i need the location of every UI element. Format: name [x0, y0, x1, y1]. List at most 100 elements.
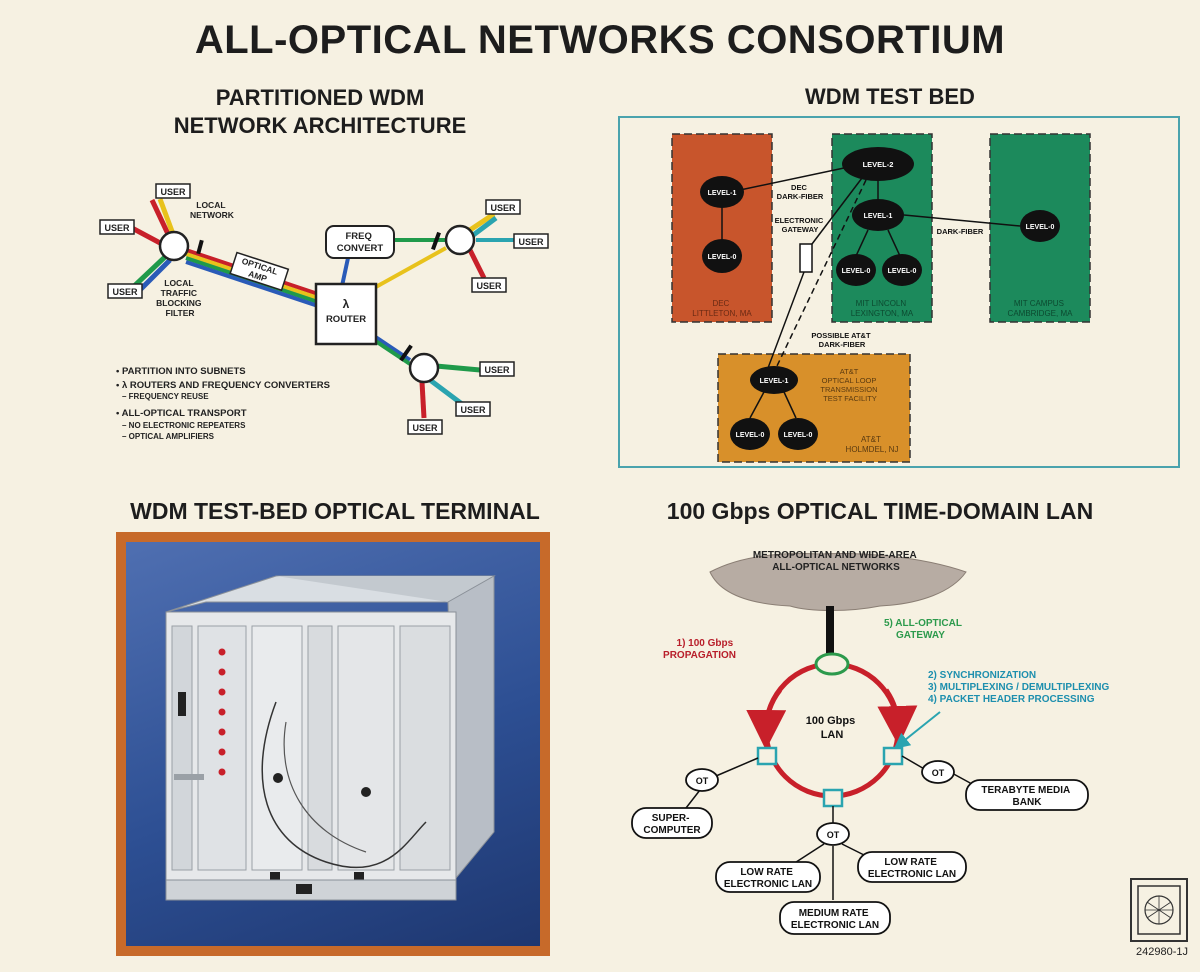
architecture-heading-line1: PARTITIONED WDM [215, 85, 425, 110]
low-rate-lan-left: LOW RATE ELECTRONIC LAN [715, 861, 821, 893]
supercomputer-box: SUPER- COMPUTER [631, 807, 713, 839]
metro-cloud [709, 553, 967, 611]
lambda-router: λ ROUTER [314, 282, 378, 346]
processing-label: 2) SYNCHRONIZATION 3) MULTIPLEXING / DEM… [928, 670, 1112, 705]
ot-link [685, 789, 701, 809]
svg-text:LEVEL-0: LEVEL-0 [708, 254, 737, 261]
bullet-no-repeaters: – NO ELECTRONIC REPEATERS [122, 421, 246, 430]
svg-text:FREQ CONVERT: FREQ CONVERT [337, 231, 384, 254]
bullet-freq-reuse: – FREQUENCY REUSE [122, 392, 209, 401]
fiber-line [340, 257, 350, 287]
svg-text:TERABYTE MEDIA BANK: TERABYTE MEDIA BANK [981, 785, 1072, 808]
fiber-line [149, 198, 171, 236]
user-box: USER [471, 277, 507, 293]
site-mitll-label: MIT LINCOLN LEXINGTON, MA [851, 299, 914, 318]
user-box: USER [407, 419, 443, 435]
user-label: USER [112, 287, 138, 297]
user-label: USER [484, 365, 510, 375]
lower-right-node [408, 352, 440, 384]
ot-terabyte: OT [921, 760, 955, 784]
access-node [882, 746, 904, 766]
ot-electronic: OT [816, 822, 850, 846]
main-title: ALL-OPTICAL NETWORKS CONSORTIUM [194, 18, 1006, 62]
ot-link [715, 757, 759, 777]
fiber-line [419, 381, 427, 419]
fiber-line [157, 198, 176, 235]
campus-level0-node: LEVEL-0 [1020, 210, 1060, 242]
svg-text:LEVEL-0: LEVEL-0 [736, 432, 765, 439]
gateway-label: 5) ALL-OPTICAL GATEWAY [884, 618, 965, 641]
user-box: USER [107, 283, 143, 299]
dec-level1-node: LEVEL-1 [700, 176, 744, 208]
terminal-heading: WDM TEST-BED OPTICAL TERMINAL [130, 498, 540, 524]
user-label: USER [518, 237, 544, 247]
svg-text:LEVEL-0: LEVEL-0 [1026, 224, 1055, 231]
gateway-att-link [767, 271, 805, 369]
upper-right-node [444, 224, 476, 256]
user-box: USER [513, 233, 549, 249]
electronic-gateway-label: ELECTRONIC GATEWAY [775, 216, 826, 234]
local-network-label: LOCAL NETWORK [190, 200, 235, 220]
access-node [822, 788, 844, 808]
fiber-line [470, 216, 498, 238]
site-dec-label: DEC LITTLETON, MA [692, 299, 752, 318]
freq-convert-box: FREQ CONVERT [325, 225, 395, 259]
lan-center-label: 100 Gbps LAN [806, 715, 859, 741]
electronic-gateway-box [799, 243, 813, 273]
site-mitcampus-label: MIT CAMPUS CAMBRIDGE, MA [1008, 299, 1074, 318]
user-label: USER [412, 423, 438, 433]
att-facility-label: AT&T OPTICAL LOOP TRANSMISSION TEST FACI… [820, 367, 879, 403]
fiber-line [185, 260, 319, 308]
svg-text:LEVEL-1: LEVEL-1 [864, 213, 893, 220]
low-rate-lan-right: LOW RATE ELECTRONIC LAN [857, 851, 967, 883]
access-node [756, 746, 778, 766]
dec-dark-fiber-link [739, 167, 845, 191]
mit-level2-node: LEVEL-2 [842, 147, 914, 181]
att-level0-node: LEVEL-0 [778, 418, 818, 450]
fiber-line [373, 246, 447, 290]
optical-amp: OPTICAL AMP [229, 251, 290, 292]
svg-text:LEVEL-0: LEVEL-0 [784, 432, 813, 439]
propagation-label: 1) 100 Gbps PROPAGATION [663, 638, 736, 661]
svg-text:LEVEL-2: LEVEL-2 [863, 160, 894, 169]
user-box: USER [479, 361, 515, 377]
fiber-line [435, 363, 481, 373]
terminal-rack-illustration [165, 575, 496, 901]
architecture-heading: PARTITIONED WDM NETWORK ARCHITECTURE [120, 84, 520, 140]
user-label: USER [104, 223, 130, 233]
svg-text:LOW RATE ELECTRONIC: LOW RATE ELECTRONIC LAN [724, 867, 812, 890]
ot-link [901, 755, 927, 771]
user-box: USER [99, 219, 135, 235]
propagation-arrow-left [746, 688, 787, 750]
testbed-frame [618, 116, 1180, 468]
fiber-line [372, 338, 412, 366]
svg-text:SUPER- COMPUTER: SUPER- COMPUTER [643, 813, 701, 836]
user-label: USER [160, 187, 186, 197]
blocking-filter [399, 344, 413, 362]
blocking-filter-label: LOCAL TRAFFIC BLOCKING FILTER [156, 278, 204, 318]
svg-text:LEVEL-0: LEVEL-0 [888, 268, 917, 275]
mit-level0-node: LEVEL-0 [836, 254, 876, 286]
level1-level0-link [855, 229, 869, 257]
user-label: USER [476, 281, 502, 291]
processing-pointer [893, 711, 941, 749]
user-box: USER [455, 401, 491, 417]
ot-supercomputer: OT [685, 768, 719, 792]
blocking-filter [196, 239, 204, 255]
att-level1-level0-link [783, 391, 797, 419]
att-level0-node: LEVEL-0 [730, 418, 770, 450]
terminal-photo-frame [116, 532, 550, 956]
svg-text:OT: OT [827, 830, 840, 840]
user-box: USER [485, 199, 521, 215]
metro-label: METROPOLITAN AND WIDE-AREA ALL-OPTICAL N… [753, 550, 919, 573]
figure-number: 242980-1J [1136, 946, 1188, 958]
svg-text:LEVEL-1: LEVEL-1 [760, 378, 789, 385]
svg-text:LEVEL-1: LEVEL-1 [708, 190, 737, 197]
metro-uplink [826, 606, 834, 654]
dark-fiber-label: DARK-FIBER [937, 227, 984, 236]
user-label: USER [460, 405, 486, 415]
